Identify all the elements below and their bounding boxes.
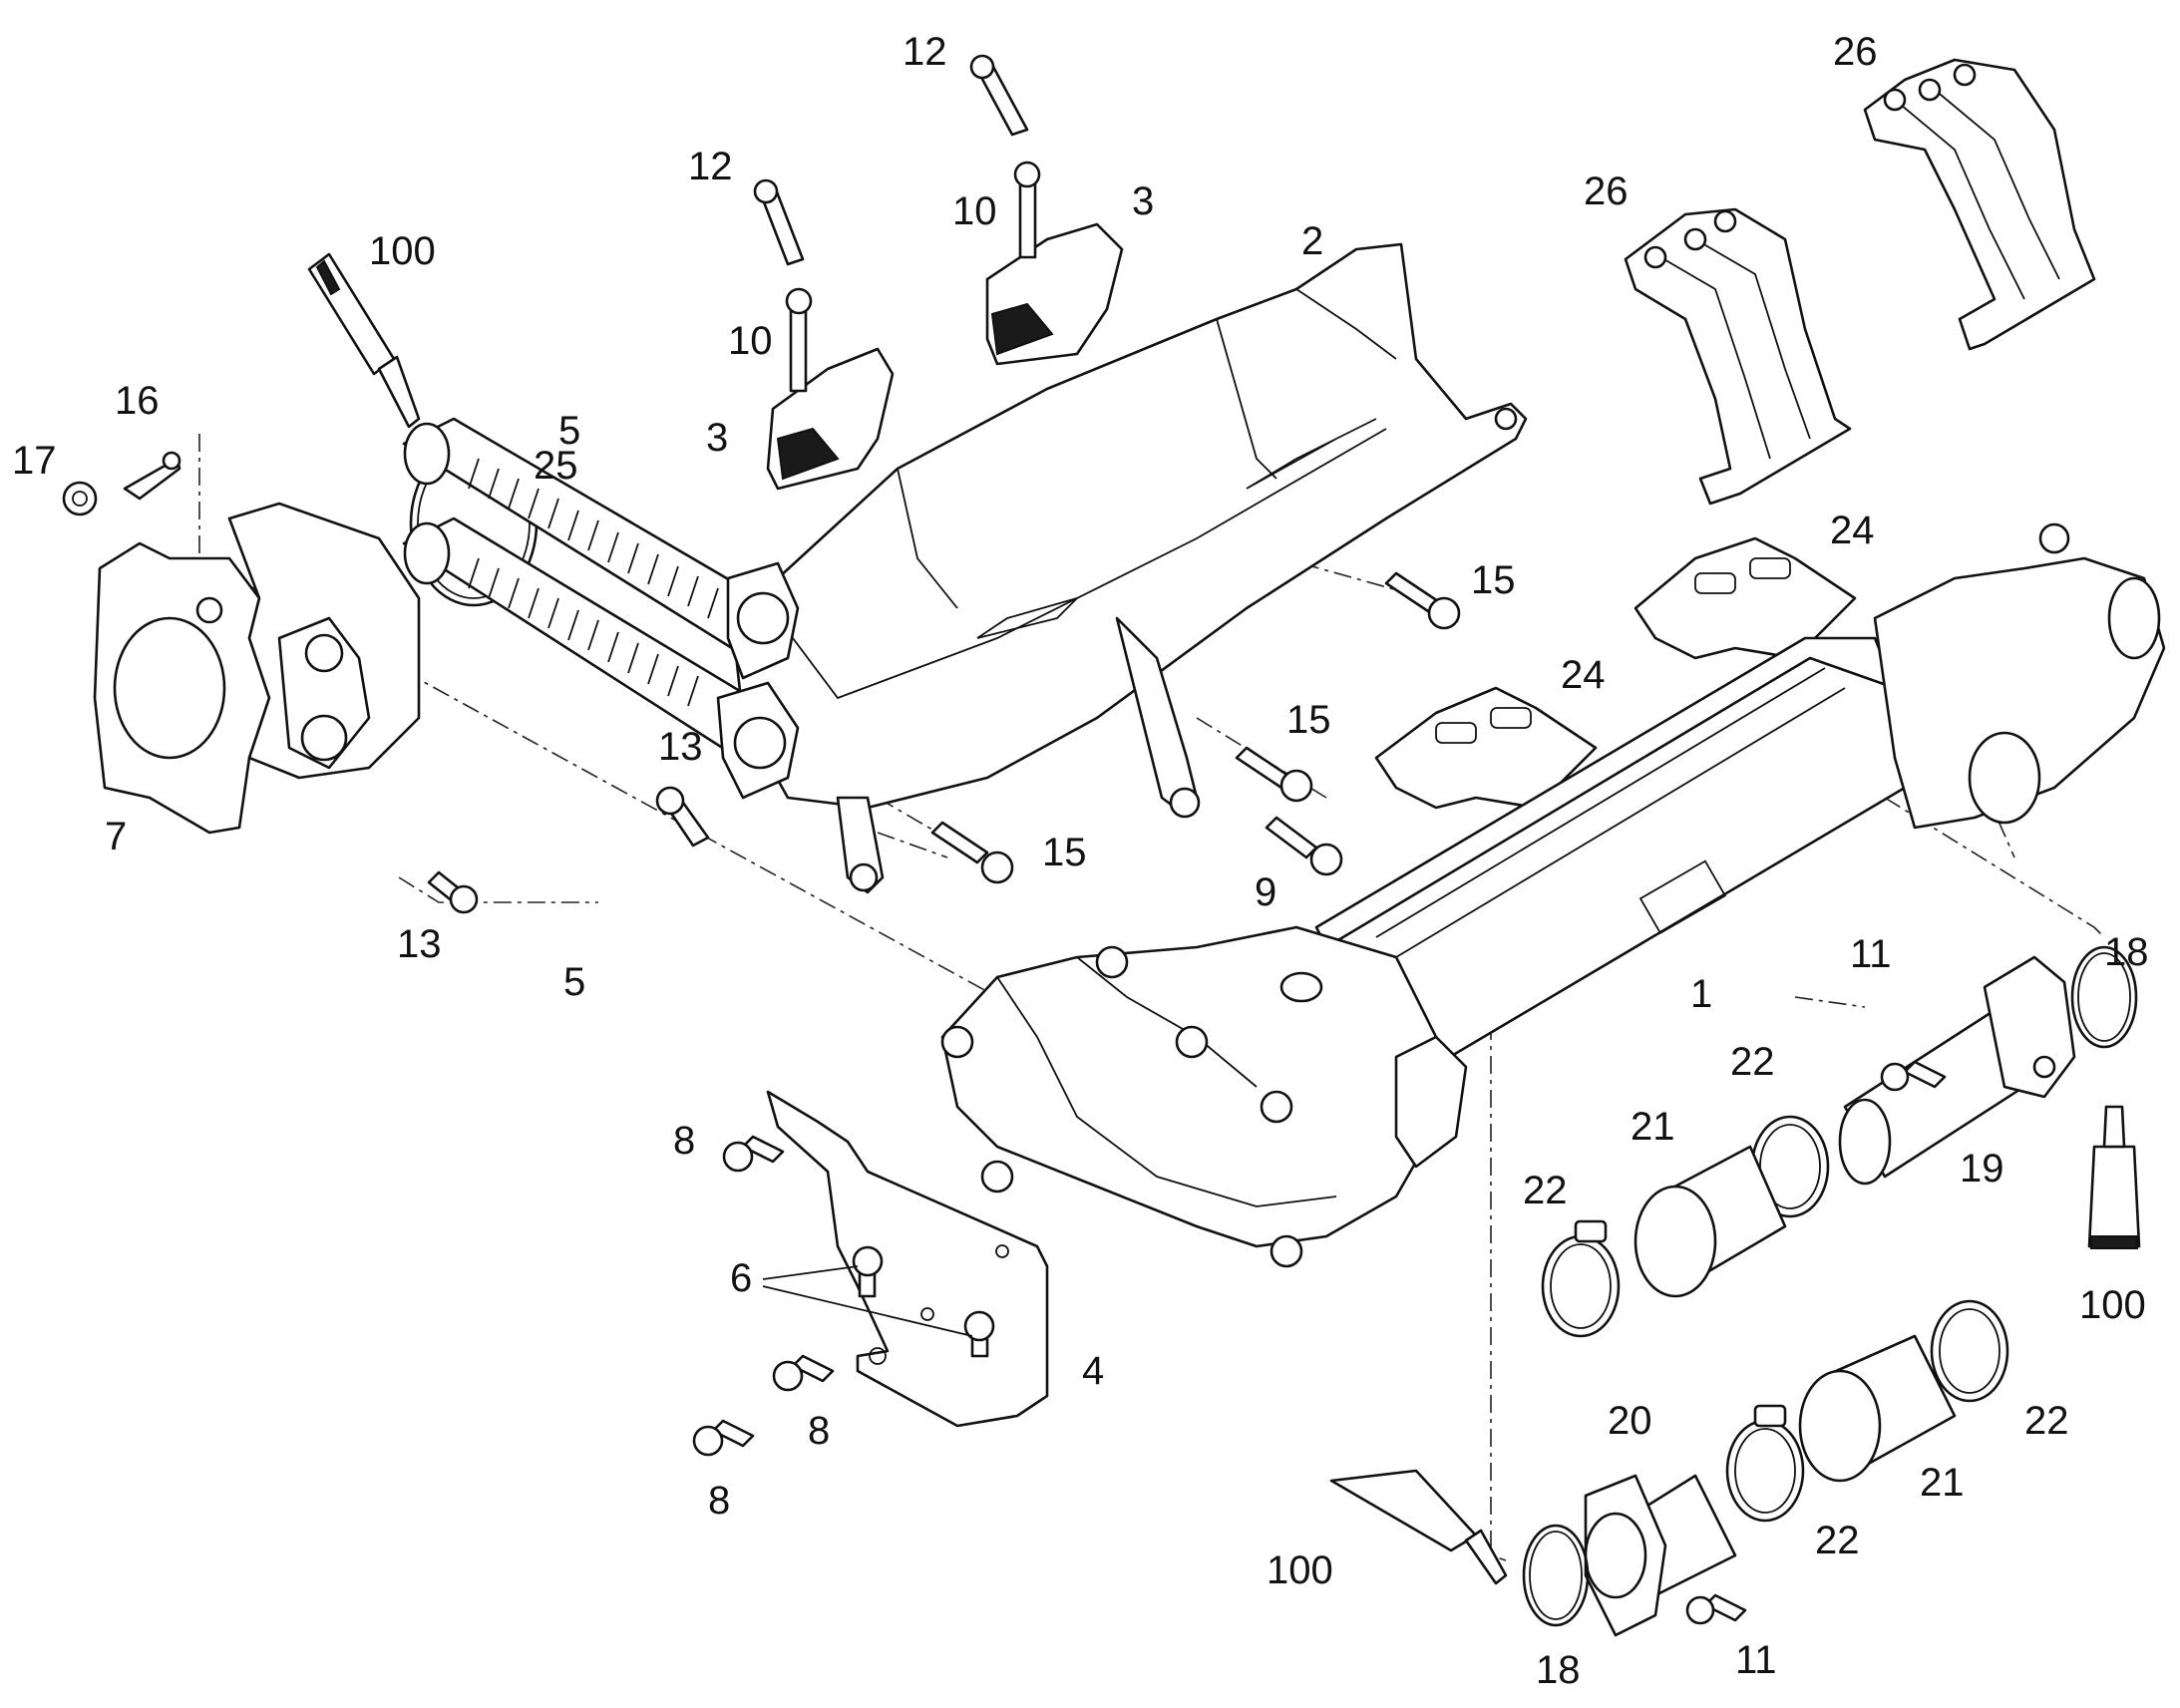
stud-16 xyxy=(123,451,182,501)
callout-8: 8 xyxy=(708,1479,730,1523)
clamp-22-lower-right xyxy=(1930,1299,2009,1403)
callout-22: 22 xyxy=(1523,1169,1568,1212)
hose-21-lower xyxy=(1798,1334,1957,1483)
callout-1: 1 xyxy=(1690,972,1712,1016)
bolt-15-right xyxy=(1384,571,1461,630)
bolt-10-left xyxy=(785,287,813,393)
nut-17 xyxy=(62,481,98,516)
callout-20: 20 xyxy=(1608,1399,1652,1443)
callout-10: 10 xyxy=(728,319,773,363)
pipe-20 xyxy=(1584,1474,1737,1637)
callout-10: 10 xyxy=(952,189,997,233)
callout-100: 100 xyxy=(2079,1283,2146,1327)
bolt-13-upper xyxy=(655,786,710,848)
callout-3: 3 xyxy=(1132,179,1154,223)
clamp-22-lower-left xyxy=(1725,1404,1805,1523)
bolt-8-a xyxy=(722,1135,785,1173)
sealant-tube-100-right xyxy=(2087,1105,2141,1249)
callout-8: 8 xyxy=(673,1119,695,1163)
callout-15: 15 xyxy=(1286,698,1331,742)
bolt-8-b xyxy=(772,1354,835,1392)
callout-5: 5 xyxy=(558,409,580,453)
egr-cooler-1 xyxy=(940,522,2166,1268)
callout-8: 8 xyxy=(808,1409,830,1453)
oring-18-lower xyxy=(1522,1524,1590,1627)
callout-22: 22 xyxy=(2024,1399,2069,1443)
pipe-19 xyxy=(1838,955,2076,1186)
callout-26: 26 xyxy=(1833,30,1878,74)
bolt-6-lower xyxy=(963,1310,995,1358)
callout-9: 9 xyxy=(1255,870,1276,914)
clamp-22-upper-left xyxy=(1541,1219,1621,1338)
callout-22: 22 xyxy=(1815,1519,1860,1562)
callout-13: 13 xyxy=(397,922,442,966)
callout-21: 21 xyxy=(1631,1105,1675,1149)
callout-labels: 12 12 26 26 100 10 3 2 10 16 17 25 3 24 … xyxy=(12,30,2149,1692)
callout-22: 22 xyxy=(1730,1040,1775,1084)
callout-21: 21 xyxy=(1920,1461,1965,1505)
bracket-3-right xyxy=(985,222,1124,366)
callout-15: 15 xyxy=(1042,831,1087,874)
callout-11: 11 xyxy=(1735,1638,1777,1682)
sealant-tube-100-lower xyxy=(1329,1469,1508,1585)
callout-16: 16 xyxy=(115,379,160,423)
callout-24: 24 xyxy=(1561,653,1606,697)
bolt-15-middle xyxy=(1235,746,1313,803)
bracket-26-upper xyxy=(1863,58,2096,351)
callout-18: 18 xyxy=(1536,1648,1581,1692)
callout-2: 2 xyxy=(1301,219,1323,263)
bracket-26-lower xyxy=(1624,207,1852,506)
bolt-11-upper xyxy=(1880,1060,1947,1092)
callout-18: 18 xyxy=(2104,930,2149,974)
callout-7: 7 xyxy=(105,815,127,858)
heat-shield-2 xyxy=(731,242,1528,894)
callout-5: 5 xyxy=(563,960,585,1004)
callout-19: 19 xyxy=(1960,1147,2004,1191)
callout-3: 3 xyxy=(706,416,728,460)
callout-26: 26 xyxy=(1584,170,1629,213)
flex-pipe-5-lower xyxy=(402,516,800,800)
callout-4: 4 xyxy=(1082,1349,1104,1393)
callout-100: 100 xyxy=(369,229,436,273)
callout-13: 13 xyxy=(658,725,703,769)
bolt-13-lower xyxy=(427,870,479,914)
sealant-tube-100-upper xyxy=(307,252,421,429)
callout-12: 12 xyxy=(903,30,947,74)
callout-6-pointers xyxy=(762,1265,973,1337)
oring-18-upper xyxy=(2070,945,2138,1049)
callout-100: 100 xyxy=(1267,1548,1333,1592)
callout-24: 24 xyxy=(1830,509,1875,552)
bolt-10-right xyxy=(1013,161,1041,259)
hose-21-upper xyxy=(1634,1145,1787,1298)
callout-6: 6 xyxy=(730,1256,752,1300)
callout-25: 25 xyxy=(534,444,578,488)
bolt-12-right xyxy=(969,54,1029,137)
bolt-8-c xyxy=(692,1419,755,1457)
bolt-9 xyxy=(1265,816,1343,876)
bolt-12-left xyxy=(753,178,805,266)
bolt-15-left xyxy=(930,821,1014,884)
valve-housing-7 xyxy=(93,502,421,835)
bolt-11-lower xyxy=(1685,1593,1747,1625)
callout-12: 12 xyxy=(688,145,733,188)
bolt-6-upper xyxy=(852,1245,884,1298)
flex-pipe-5-upper xyxy=(402,417,800,680)
callout-11: 11 xyxy=(1850,932,1892,976)
callout-15: 15 xyxy=(1471,558,1516,602)
callout-17: 17 xyxy=(12,439,57,483)
bracket-3-left xyxy=(766,347,895,491)
